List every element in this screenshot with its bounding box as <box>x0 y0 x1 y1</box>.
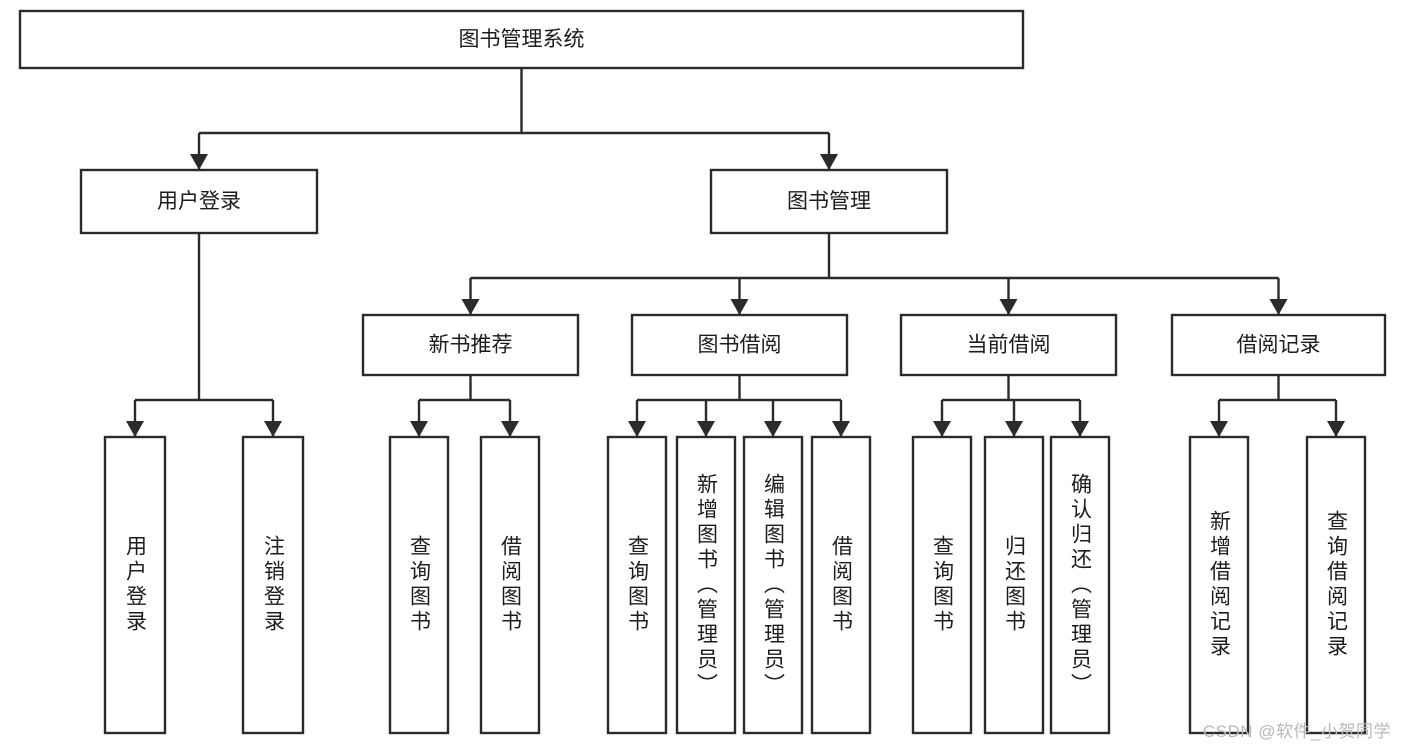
arrow-head-icon <box>697 421 715 437</box>
node-label: 图书管理系统 <box>459 28 585 51</box>
node-leaf-add-record[interactable] <box>1188 435 1250 735</box>
arrow-head-icon <box>933 421 951 437</box>
node-borrow-record[interactable]: 借阅记录 <box>1170 313 1387 377</box>
node-leaf-borrow-book[interactable] <box>810 435 872 735</box>
node-leaf-user-login[interactable] <box>103 435 167 735</box>
arrow-head-icon <box>461 299 480 315</box>
arrow-head-icon <box>730 299 749 315</box>
arrow-head-icon <box>628 421 646 437</box>
node-leaf-edit-book[interactable] <box>742 435 804 735</box>
connector-edges <box>126 68 1345 437</box>
node-leaf-return-book[interactable] <box>983 435 1045 735</box>
node-label: 图书借阅 <box>698 334 782 357</box>
arrow-head-icon <box>264 421 282 437</box>
node-leaf-query-book[interactable] <box>606 435 668 735</box>
node-book-manage[interactable]: 图书管理 <box>709 168 949 235</box>
arrow-head-icon <box>1210 421 1228 437</box>
node-label: 借阅记录 <box>1237 334 1321 357</box>
node-current-borrow[interactable]: 当前借阅 <box>899 313 1118 377</box>
arrow-head-icon <box>126 421 144 437</box>
node-label: 用户登录 <box>157 190 241 213</box>
node-leaf-query-book-cur[interactable] <box>911 435 973 735</box>
watermark-text: CSDN @软件_小贺同学 <box>1202 722 1391 741</box>
node-leaf-borrow-book-rec[interactable] <box>479 435 541 735</box>
node-new-book-rec[interactable]: 新书推荐 <box>361 313 580 377</box>
node-leaf-confirm-return[interactable] <box>1049 435 1111 735</box>
arrow-head-icon <box>820 154 838 170</box>
arrow-head-icon <box>764 421 782 437</box>
node-leaf-query-book-rec[interactable] <box>388 435 450 735</box>
node-book-borrow[interactable]: 图书借阅 <box>630 313 849 377</box>
node-leaf-add-book[interactable] <box>675 435 737 735</box>
arrow-head-icon <box>410 421 428 437</box>
node-label: 新书推荐 <box>429 334 513 357</box>
node-label: 图书管理 <box>787 190 871 213</box>
node-root[interactable]: 图书管理系统 <box>18 9 1025 70</box>
node-user-login[interactable]: 用户登录 <box>79 168 319 235</box>
arrow-head-icon <box>1269 299 1288 315</box>
node-label: 当前借阅 <box>967 334 1051 357</box>
arrow-head-icon <box>1327 421 1345 437</box>
arrow-head-icon <box>1005 421 1023 437</box>
arrow-head-icon <box>999 299 1018 315</box>
arrow-head-icon <box>832 421 850 437</box>
arrow-head-icon <box>1071 421 1089 437</box>
node-leaf-query-record[interactable] <box>1305 435 1367 735</box>
arrow-head-icon <box>190 154 208 170</box>
node-leaf-logout[interactable] <box>241 435 305 735</box>
arrow-head-icon <box>501 421 519 437</box>
